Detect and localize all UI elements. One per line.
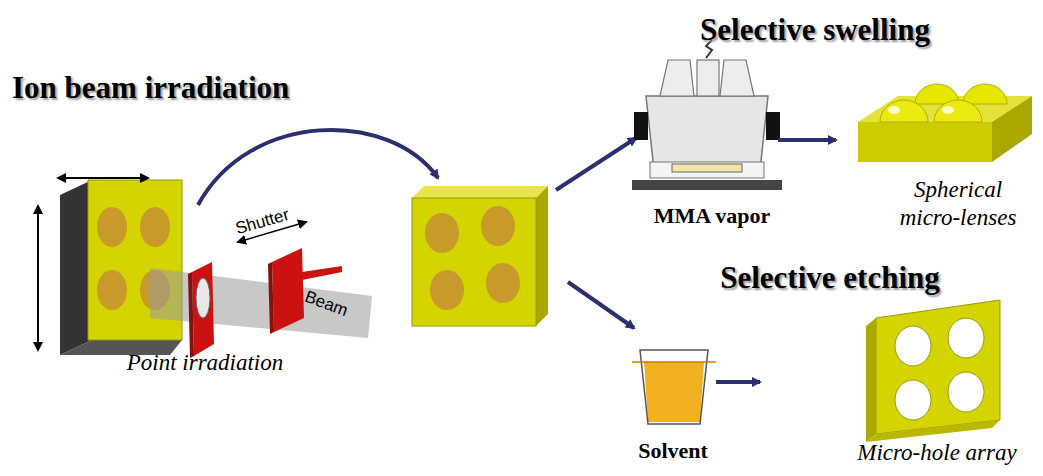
sample-holder [38,178,182,355]
ion-beam [150,268,372,338]
process-arrow [198,130,438,205]
micro-hole-array [866,300,1000,442]
part-label: Shutter [233,205,291,239]
process-arrow [778,138,836,142]
process-heading: Selective etching [720,260,940,296]
caption-label: Micro-hole array [857,440,1016,466]
vapor-chamber [632,40,782,190]
process-arrow [556,138,636,190]
process-heading: Ion beam irradiation [12,70,289,106]
irradiated-sample [412,186,548,326]
caption-label: Point irradiation [127,350,284,376]
process-arrow [568,282,634,328]
aperture-plate [188,262,214,358]
part-label: MMA vapor [654,203,771,229]
solvent-beaker [632,350,716,424]
part-label: Solvent [638,438,708,464]
shutter-plate [238,222,342,334]
process-arrow [716,380,760,384]
micro-lens-array [858,84,1032,162]
process-heading: Selective swelling [700,12,930,48]
caption-label: Spherical micro-lenses [883,176,1033,231]
